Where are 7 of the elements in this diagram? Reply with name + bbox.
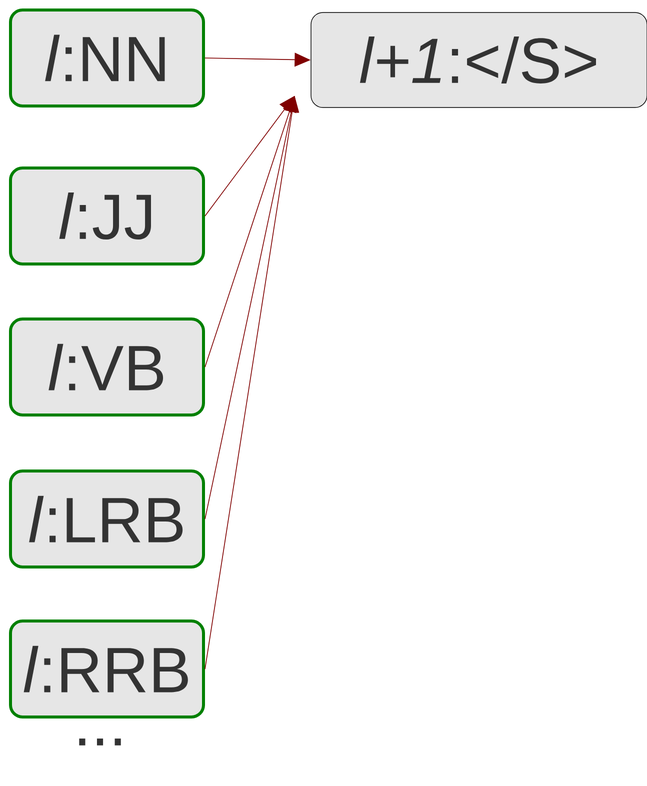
tag-box: l:RRB (9, 620, 205, 718)
tag-box: l:LRB (9, 470, 205, 568)
target-box: l+1:</S> (310, 12, 647, 108)
tag-box: l:JJ (9, 166, 205, 266)
tag-box: l:VB (9, 318, 205, 416)
tag-box: l:NN (9, 8, 205, 108)
ellipsis: ... (79, 738, 121, 746)
